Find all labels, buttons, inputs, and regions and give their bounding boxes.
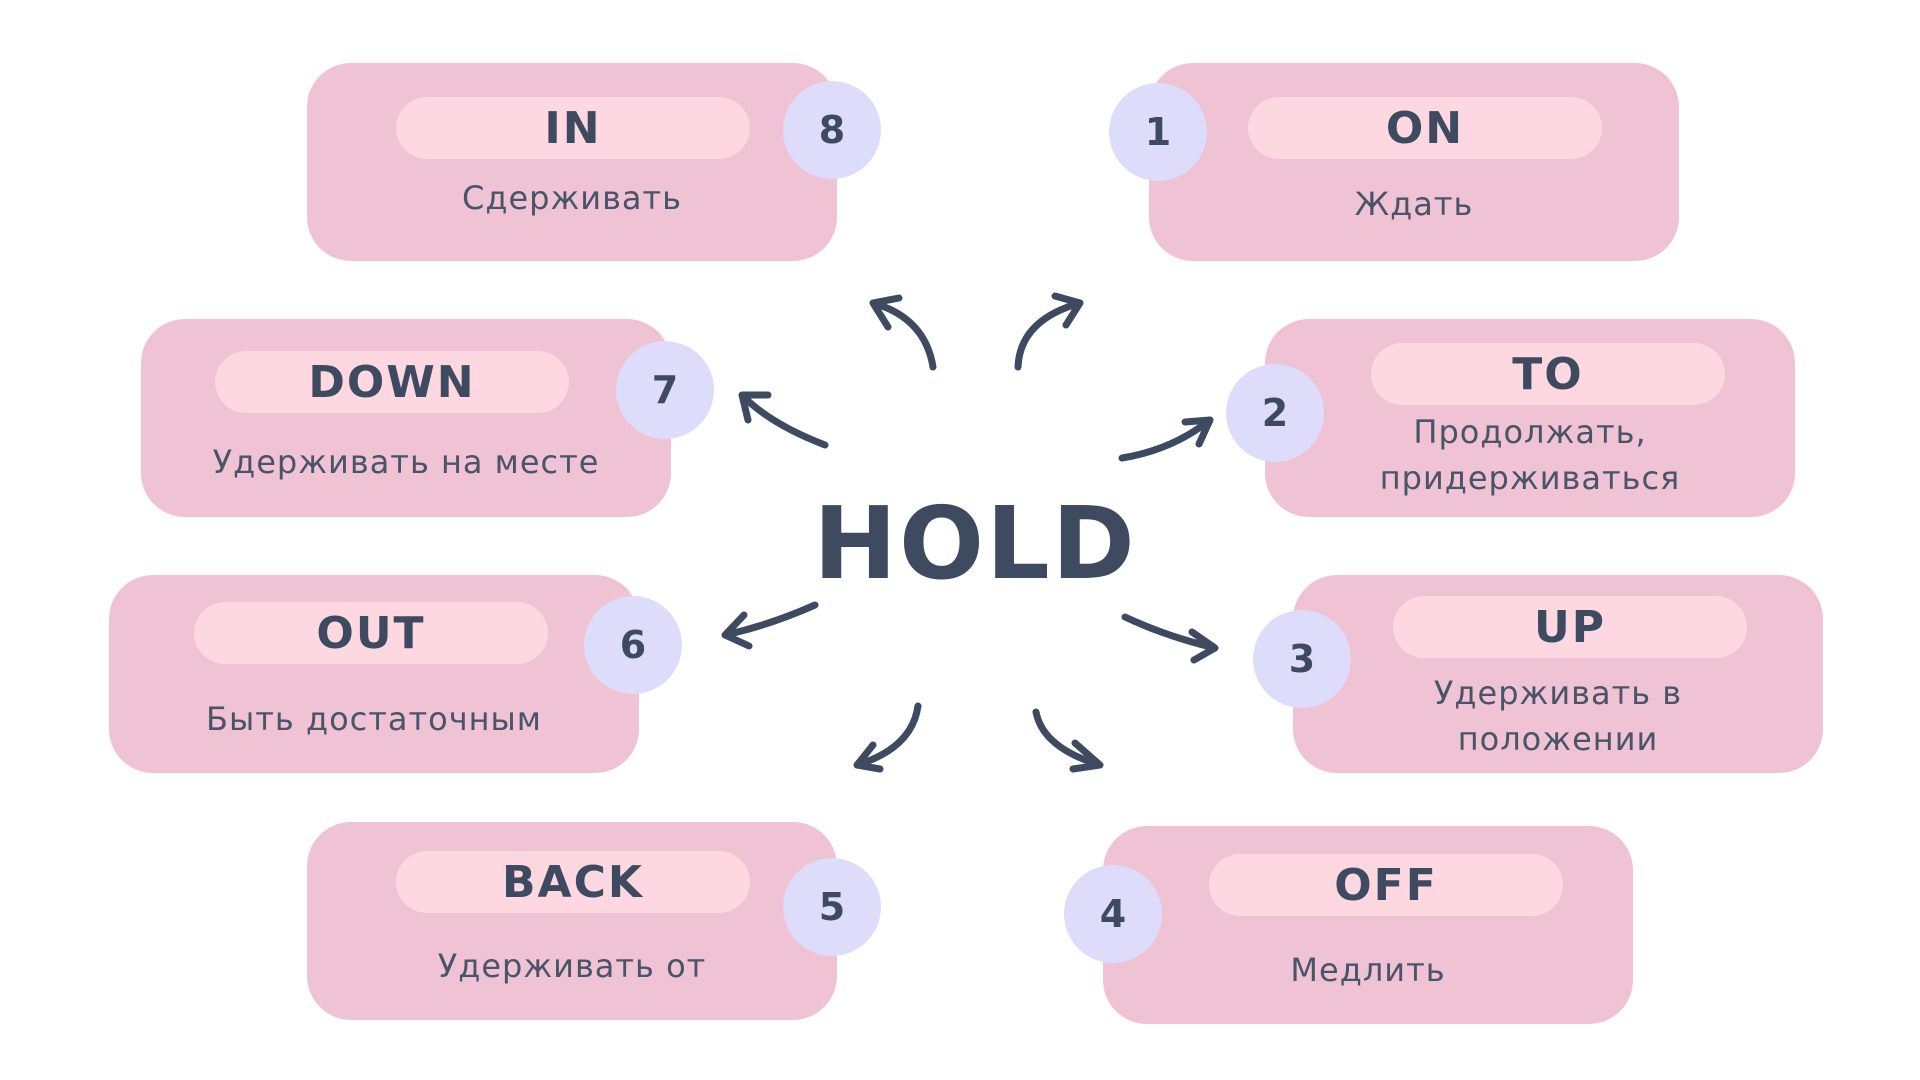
item-card-7: DOWN Удерживать на месте: [141, 319, 671, 517]
translation-line: Удерживать в: [1433, 674, 1683, 712]
arrow-to-item-7-icon: [738, 391, 829, 449]
particle-label: TO: [1371, 343, 1725, 405]
translation-text: Удерживать на месте: [141, 439, 671, 485]
particle-label: ON: [1248, 97, 1602, 159]
number-badge-2: 2: [1226, 364, 1324, 462]
arrow-to-item-5-icon: [853, 702, 922, 773]
translation-line: положении: [1457, 720, 1659, 758]
translation-text: Ждать: [1149, 181, 1679, 227]
item-card-1: ON Ждать: [1149, 63, 1679, 261]
translation-text: Сдерживать: [307, 175, 837, 221]
arrow-to-item-4-icon: [1032, 708, 1104, 773]
number-badge-3: 3: [1253, 610, 1351, 708]
arrow-to-item-8-icon: [869, 294, 937, 371]
particle-label: BACK: [396, 851, 750, 913]
particle-label: OUT: [194, 602, 548, 664]
translation-text: Удерживать в положении: [1293, 670, 1823, 762]
arrow-to-item-3-icon: [1121, 613, 1219, 664]
translation-line: Удерживать от: [437, 947, 707, 985]
translation-line: Быть достаточным: [206, 700, 542, 738]
translation-line: Ждать: [1354, 185, 1474, 223]
number-badge-6: 6: [584, 596, 682, 694]
translation-line: Удерживать на месте: [212, 443, 600, 481]
translation-line: Продолжать,: [1413, 413, 1647, 451]
item-card-3: UP Удерживать в положении: [1293, 575, 1823, 773]
arrow-to-item-2-icon: [1118, 416, 1214, 462]
particle-label: UP: [1393, 596, 1747, 658]
number-badge-7: 7: [616, 341, 714, 439]
translation-line: придерживаться: [1379, 459, 1681, 497]
translation-text: Продолжать, придерживаться: [1265, 409, 1795, 501]
item-card-8: IN Сдерживать: [307, 63, 837, 261]
translation-text: Медлить: [1103, 947, 1633, 993]
number-badge-8: 8: [783, 81, 881, 179]
particle-label: DOWN: [215, 351, 569, 413]
item-card-2: TO Продолжать, придерживаться: [1265, 319, 1795, 517]
translation-text: Удерживать от: [307, 943, 837, 989]
translation-text: Быть достаточным: [109, 696, 639, 742]
number-badge-1: 1: [1109, 83, 1207, 181]
particle-label: OFF: [1209, 854, 1563, 916]
arrow-to-item-6-icon: [721, 601, 819, 650]
number-badge-4: 4: [1064, 865, 1162, 963]
translation-line: Медлить: [1290, 951, 1446, 989]
number-badge-5: 5: [783, 858, 881, 956]
arrow-to-item-1-icon: [1014, 292, 1084, 371]
translation-line: Сдерживать: [461, 179, 683, 217]
item-card-4: OFF Медлить: [1103, 826, 1633, 1024]
particle-label: IN: [396, 97, 750, 159]
item-card-5: BACK Удерживать от: [307, 822, 837, 1020]
center-word: HOLD: [813, 484, 1137, 602]
item-card-6: OUT Быть достаточным: [109, 575, 639, 773]
